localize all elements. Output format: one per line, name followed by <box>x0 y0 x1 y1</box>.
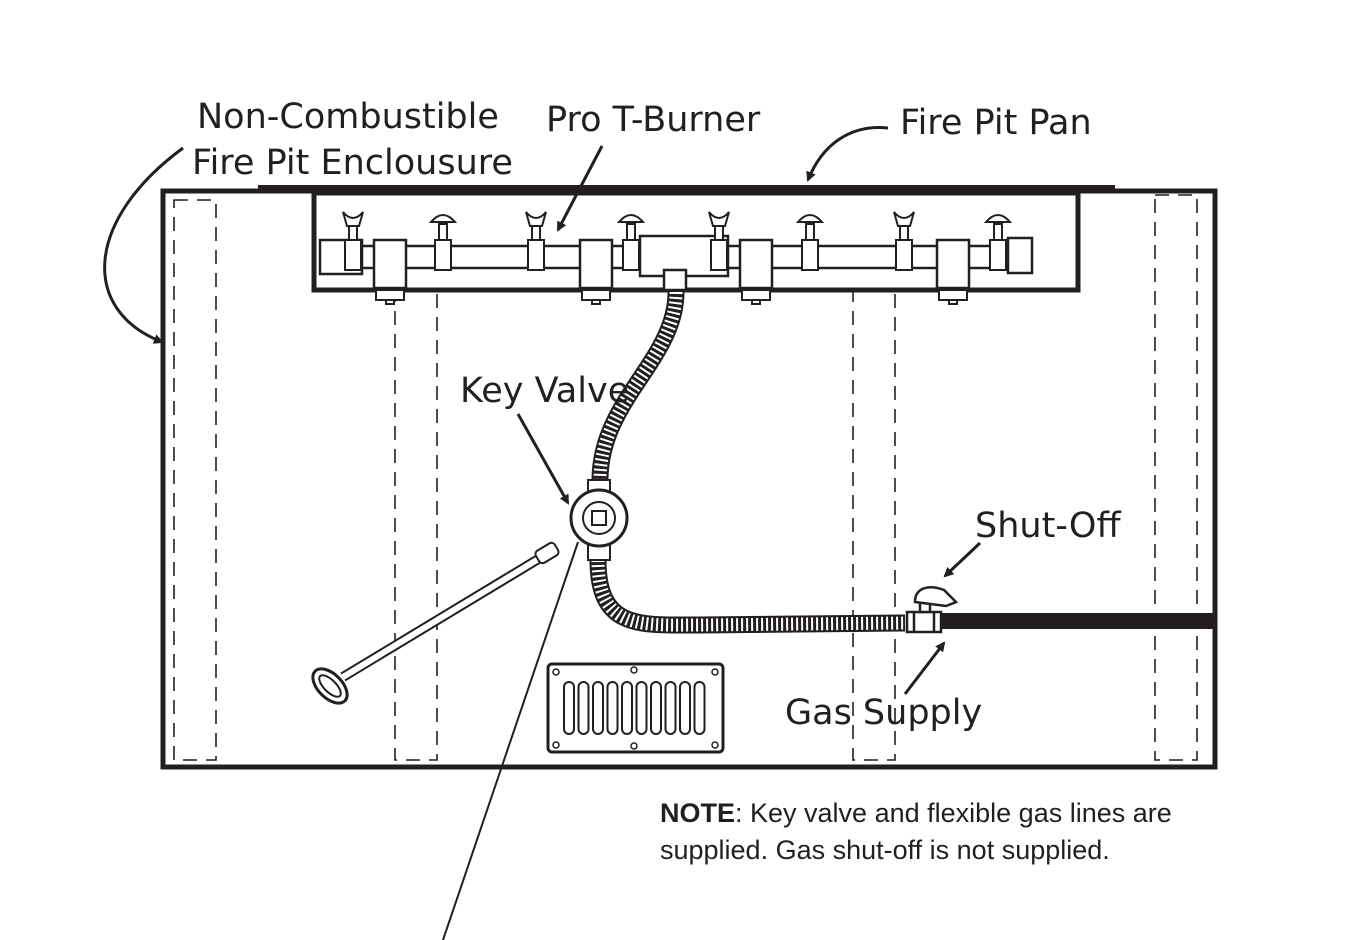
burner-port <box>428 214 458 271</box>
valve-key <box>311 541 560 705</box>
burner-port <box>708 211 730 271</box>
fire-pit-pan <box>258 185 1115 293</box>
shutoff-arrow <box>943 541 982 578</box>
burner-port <box>983 214 1013 271</box>
vent-slot <box>693 681 706 735</box>
shutoff-valve <box>905 586 959 634</box>
burner-port <box>525 211 547 271</box>
burner-port <box>342 211 364 271</box>
note-line-2: supplied. Gas shut-off is not supplied. <box>660 835 1110 865</box>
vent-slots <box>563 681 706 735</box>
gas-supply-label: Gas Supply <box>785 693 982 733</box>
gas-supply-arrow <box>903 641 946 695</box>
vent-slot <box>563 681 575 735</box>
vent-slot <box>664 681 677 735</box>
t-burner <box>318 234 1034 292</box>
pan-label: Fire Pit Pan <box>900 103 1092 143</box>
vent-slot <box>577 681 590 735</box>
vent-slot <box>679 681 691 735</box>
burner-port <box>795 214 825 271</box>
valve-pointer-line <box>442 541 579 940</box>
vent-slot <box>621 681 633 735</box>
enclosure-arrow <box>103 146 184 344</box>
vent-slot <box>606 681 619 735</box>
burner-ports <box>342 211 1013 271</box>
key-valve-label: Key Valve <box>460 371 629 411</box>
vent-slot <box>650 681 662 735</box>
shutoff-label: Shut-Off <box>975 506 1121 546</box>
enclosure-label-line2: Fire Pit Enclousure <box>192 143 513 183</box>
burner-port <box>616 214 646 271</box>
leader-arrows <box>103 126 982 695</box>
flex-gas-line-lower <box>589 559 906 634</box>
key-valve <box>569 479 629 561</box>
burner-label: Pro T-Burner <box>546 100 761 140</box>
burner-mount-nuts <box>375 289 968 305</box>
enclosure-label-line1: Non-Combustible <box>197 97 499 137</box>
flex-gas-line-upper <box>591 291 685 481</box>
burner-port <box>893 211 915 271</box>
vent-slot <box>592 681 604 735</box>
pan-arrow <box>806 126 889 182</box>
note-line-1-text: : Key valve and flexible gas lines are <box>735 798 1172 828</box>
burner-arrow <box>556 145 604 232</box>
note-prefix: NOTE <box>660 798 735 828</box>
vent-slot <box>635 681 648 735</box>
key-valve-arrow <box>516 413 570 505</box>
hidden-supports <box>173 194 1198 761</box>
note-line-1: NOTE: Key valve and flexible gas lines a… <box>660 798 1172 828</box>
vent-panel <box>546 662 725 754</box>
